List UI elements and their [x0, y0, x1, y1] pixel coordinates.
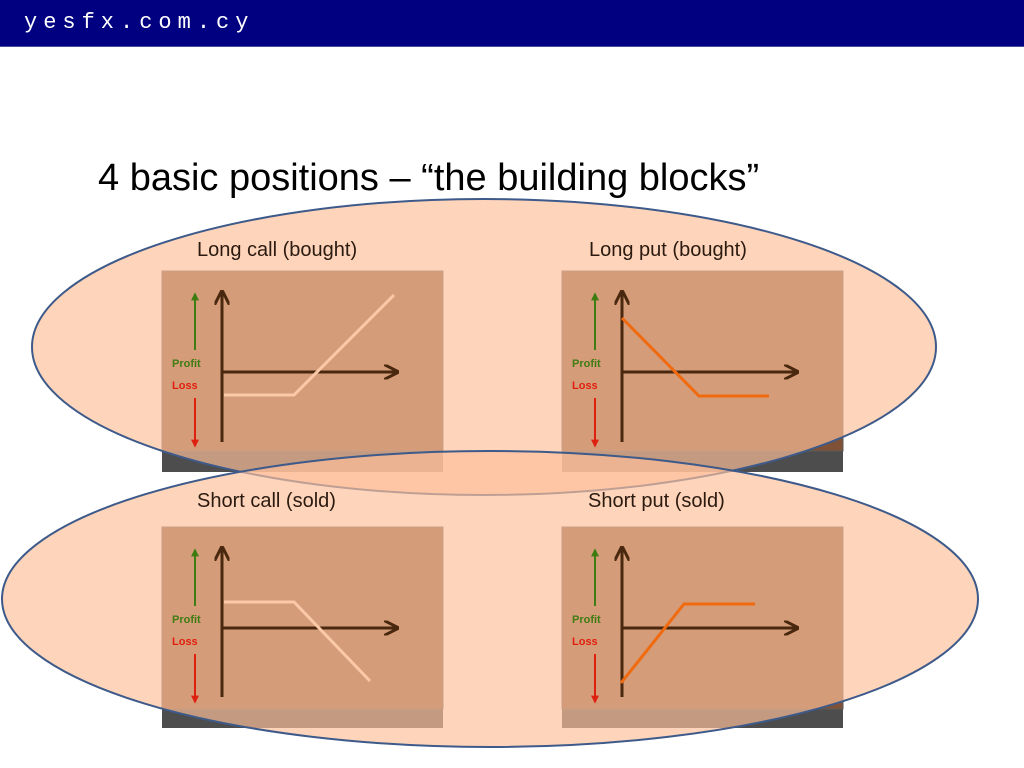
loss-label: Loss	[572, 636, 598, 648]
panel-title-short-call: Short call (sold)	[197, 490, 336, 512]
loss-label: Loss	[572, 380, 598, 392]
profit-label: Profit	[572, 614, 601, 626]
brand-text: yesfx.com.cy	[24, 10, 255, 35]
loss-label: Loss	[172, 636, 198, 648]
panel-title-long-call: Long call (bought)	[197, 239, 358, 261]
payoff-line	[224, 600, 372, 683]
profit-label: Profit	[172, 614, 201, 626]
loss-label: Loss	[172, 380, 198, 392]
payoff-line	[620, 316, 769, 398]
payoff-line	[619, 602, 755, 684]
profit-label: Profit	[572, 358, 601, 370]
chart-short-put: Profit Loss	[572, 549, 796, 704]
slide-title: 4 basic positions – “the building blocks…	[98, 157, 760, 199]
chart-long-call: Profit Loss	[172, 293, 396, 448]
chart-short-call: Profit Loss	[172, 549, 396, 704]
payoff-line	[224, 293, 396, 397]
panel-title-short-put: Short put (sold)	[588, 490, 725, 512]
chart-long-put: Profit Loss	[572, 293, 796, 448]
header-bar: yesfx.com.cy	[0, 0, 1024, 47]
profit-label: Profit	[172, 358, 201, 370]
ellipse-sold-positions	[1, 450, 979, 748]
panel-title-long-put: Long put (bought)	[589, 239, 747, 261]
